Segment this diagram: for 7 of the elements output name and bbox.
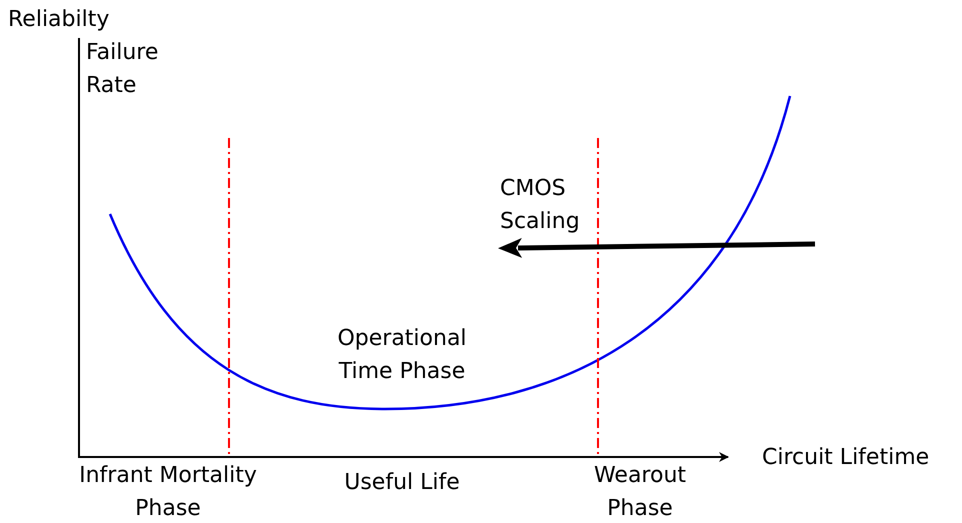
axis-label: Circuit Lifetime bbox=[762, 444, 930, 472]
arrow-label: CMOS Scaling bbox=[500, 175, 581, 236]
phase-label: Wearout Phase bbox=[592, 462, 688, 523]
phase-label: Useful Life bbox=[343, 469, 461, 497]
axis-label: Reliabilty Failure Rate bbox=[8, 6, 160, 100]
phase-label: Operational Time Phase bbox=[336, 325, 468, 386]
phase-label: Infrant Mortality Phase bbox=[78, 462, 258, 523]
